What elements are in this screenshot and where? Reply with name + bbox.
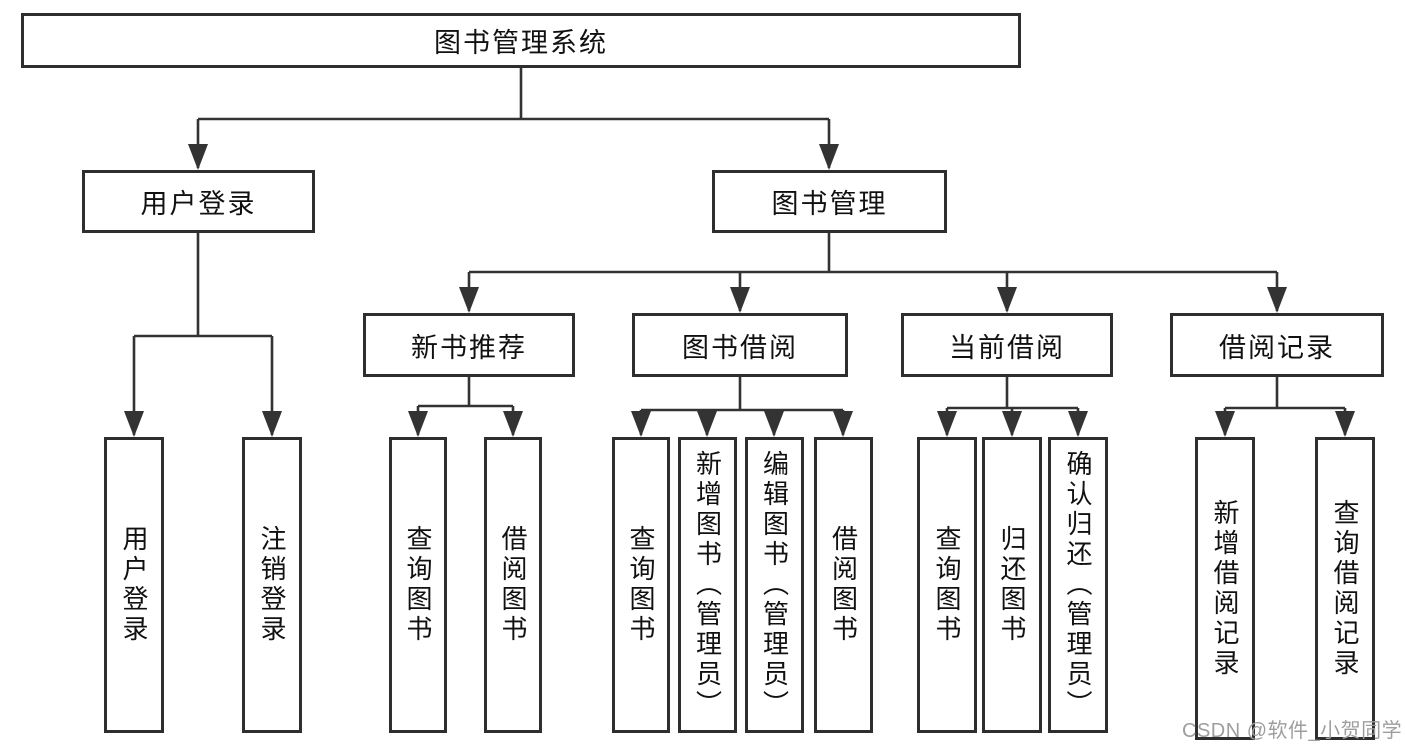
connector-book-management-branch [469, 233, 1277, 274]
node-root: 图书管理系统 [21, 13, 1021, 68]
leaf-confirm-return-admin: 确认归还（管理员） [1048, 437, 1108, 733]
leaf-query-book-recommend: 查询图书 [389, 437, 447, 733]
leaf-logout-login: 注销登录 [242, 437, 302, 733]
connector-borrow-records-branch [1225, 377, 1345, 410]
connector-user-login-branch [134, 233, 272, 338]
leaf-edit-book-admin: 编辑图书（管理员） [745, 437, 804, 733]
connector-new-book-branch [418, 377, 513, 408]
connector-book-borrow-branch [641, 377, 843, 412]
node-borrow-records: 借阅记录 [1170, 313, 1384, 377]
node-book-management: 图书管理 [712, 170, 947, 233]
leaf-borrow-book-recommend: 借阅图书 [484, 437, 542, 733]
leaf-query-book-current: 查询图书 [917, 437, 977, 733]
connector-current-borrow-branch [947, 377, 1078, 410]
watermark-text: CSDN @软件_小贺同学 [1182, 720, 1403, 742]
leaf-query-borrow-record: 查询借阅记录 [1315, 437, 1375, 740]
connector-root-branch [198, 68, 829, 121]
leaf-add-borrow-record: 新增借阅记录 [1195, 437, 1255, 740]
leaf-add-book-admin: 新增图书（管理员） [678, 437, 737, 733]
node-current-borrow: 当前借阅 [901, 313, 1113, 377]
leaf-user-login: 用户登录 [104, 437, 164, 733]
leaf-query-book-borrow: 查询图书 [612, 437, 670, 733]
leaf-borrow-book-borrow: 借阅图书 [814, 437, 873, 733]
node-user-login: 用户登录 [82, 170, 315, 233]
node-book-borrow: 图书借阅 [632, 313, 848, 377]
leaf-return-book: 归还图书 [982, 437, 1042, 733]
node-new-book-recommend: 新书推荐 [363, 313, 575, 377]
